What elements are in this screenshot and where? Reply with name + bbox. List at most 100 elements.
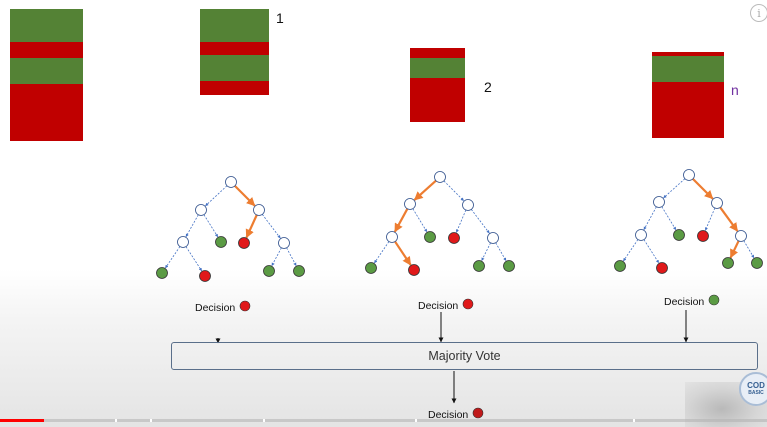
tree-1-split-node (177, 236, 189, 248)
tree-3-decision-label: Decision (664, 296, 704, 308)
majority-vote-box: Majority Vote (171, 342, 758, 370)
tree-2-split-node (386, 231, 398, 243)
tree-3-edge (704, 207, 716, 231)
tree-2-green-leaf (424, 231, 436, 243)
tree-2-green-leaf (473, 260, 485, 272)
tree-3-green-leaf (673, 229, 685, 241)
tree-3-edge (643, 206, 657, 230)
majority-vote-label: Majority Vote (428, 349, 501, 363)
tree-3-red-leaf (697, 230, 709, 242)
sample-label-2: 2 (484, 79, 492, 95)
tree-2-split-node (462, 199, 474, 211)
bar-segment-red (10, 42, 83, 58)
chapter-marker (263, 419, 265, 422)
tree-1-split-node (195, 204, 207, 216)
chapter-marker (415, 419, 417, 422)
video-progress-fill (0, 419, 44, 422)
tree-1-red-leaf (238, 237, 250, 249)
tree-2-decision-label: Decision (418, 300, 458, 312)
tree-3-edge (661, 206, 677, 231)
bar-segment-red (10, 84, 83, 141)
tree-1-path-edge (234, 185, 256, 207)
channel-logo[interactable]: COD BASIC (739, 372, 767, 406)
bar-segment-green (10, 58, 83, 84)
tree-3-edge (663, 178, 686, 199)
decision-tree-3 (614, 169, 763, 274)
bar-segment-green (652, 56, 724, 82)
tree-2-decision-dot (462, 298, 474, 310)
bar-segment-red (200, 42, 269, 55)
tree-1-decision-label: Decision (195, 302, 235, 314)
tree-1-edge (203, 214, 219, 238)
tree-3-red-leaf (656, 262, 668, 274)
bar-segment-red (652, 52, 724, 56)
tree-1-decision-dot (239, 300, 251, 312)
tree-2-split-node (404, 198, 416, 210)
original-dataset-bar (10, 9, 83, 141)
tree-2-red-leaf (448, 232, 460, 244)
sample-bar-2 (410, 48, 465, 122)
tree-3-path-edge (729, 240, 740, 259)
tree-3-edge (643, 239, 660, 264)
sample-label-1: 1 (276, 10, 284, 26)
tree-1-edge (271, 247, 282, 266)
tree-2-path-edge (394, 240, 412, 266)
tree-2-green-leaf (503, 260, 515, 272)
tree-3-split-node (635, 229, 647, 241)
tree-1-split-node (225, 176, 237, 188)
tree-2-edge (412, 208, 428, 233)
tree-1-edge (286, 247, 297, 266)
final-decision-label: Decision (428, 409, 468, 421)
tree-2-edge (455, 209, 467, 233)
bar-segment-red (410, 78, 465, 122)
info-icon[interactable]: i (750, 4, 767, 22)
tree-1-edge (262, 214, 281, 239)
tree-3-path-edge (692, 178, 714, 200)
tree-3-decision-dot (708, 294, 720, 306)
tree-1-split-node (253, 204, 265, 216)
info-icon-glyph: i (757, 6, 761, 20)
chapter-marker (115, 419, 117, 422)
tree-2-edge (374, 241, 390, 264)
tree-1-green-leaf (263, 265, 275, 277)
tree-1-edge (185, 214, 199, 238)
bar-segment-green (200, 55, 269, 81)
bar-segment-green (200, 9, 269, 42)
tree-3-split-node (653, 196, 665, 208)
bar-segment-red (652, 82, 724, 138)
tree-2-green-leaf (365, 262, 377, 274)
bar-segment-green (10, 9, 83, 42)
sample-bar-1 (200, 9, 269, 95)
tree-3-edge (623, 239, 639, 262)
tree-3-green-leaf (722, 257, 734, 269)
chapter-marker (150, 419, 152, 422)
tree-3-path-edge (719, 206, 739, 232)
tree-1-split-node (278, 237, 290, 249)
tree-2-red-leaf (408, 264, 420, 276)
tree-3-split-node (683, 169, 695, 181)
tree-2-split-node (434, 171, 446, 183)
tree-1-edge (165, 246, 181, 269)
tree-1-edge (185, 246, 203, 272)
tree-2-edge (481, 242, 491, 261)
video-progress-bar[interactable] (0, 419, 767, 422)
tree-2-edge (471, 209, 490, 234)
tree-3-green-leaf (614, 260, 626, 272)
tree-2-split-node (487, 232, 499, 244)
tree-3-split-node (711, 197, 723, 209)
tree-3-green-leaf (751, 257, 763, 269)
final-decision-dot (472, 407, 484, 419)
bar-segment-red (410, 48, 465, 58)
tree-1-red-leaf (199, 270, 211, 282)
tree-1-green-leaf (156, 267, 168, 279)
tree-1-green-leaf (293, 265, 305, 277)
tree-3-split-node (735, 230, 747, 242)
bar-segment-red (200, 81, 269, 95)
decision-tree-2 (365, 171, 515, 276)
tree-3-edge (743, 240, 755, 259)
tree-1-path-edge (245, 214, 258, 239)
channel-logo-text-2: BASIC (748, 390, 764, 396)
tree-2-edge (495, 242, 507, 262)
sample-label-n: n (731, 82, 739, 98)
